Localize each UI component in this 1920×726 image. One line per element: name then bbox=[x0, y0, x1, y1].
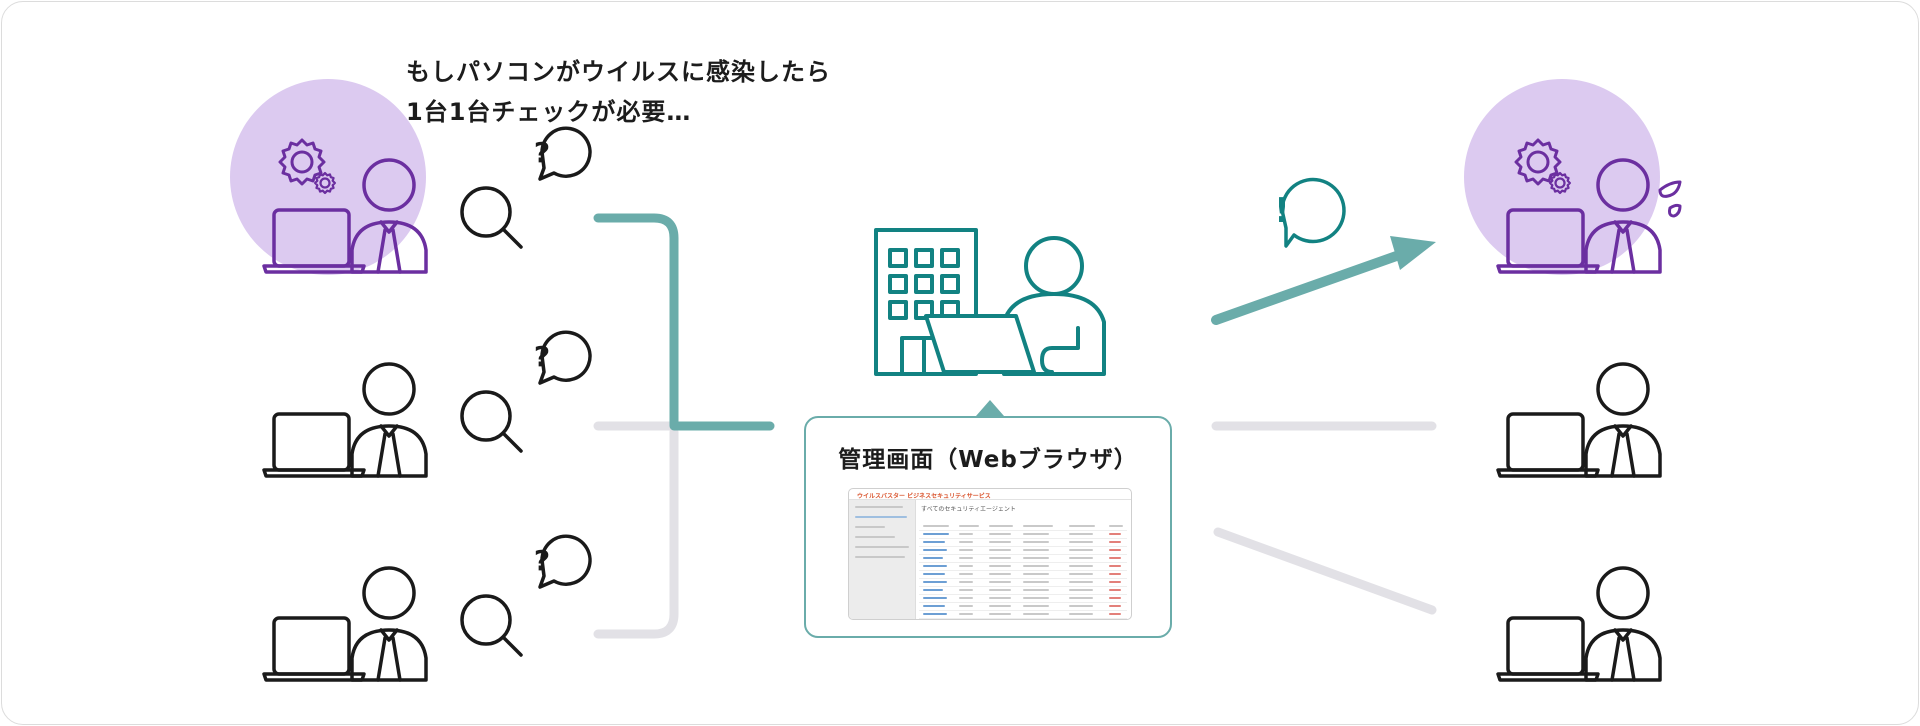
sidebar-line bbox=[855, 526, 885, 528]
question-bubble-icon: ? bbox=[534, 330, 592, 385]
infected-pc-left bbox=[230, 79, 428, 275]
sidebar-line bbox=[855, 546, 909, 548]
screenshot-sidebar bbox=[849, 500, 916, 619]
screenshot-row bbox=[919, 587, 1127, 595]
alert-arrow bbox=[1211, 236, 1436, 325]
office-building-icon bbox=[874, 228, 978, 376]
person-laptop-icon bbox=[1496, 362, 1662, 478]
magnifier-icon bbox=[460, 594, 523, 657]
screenshot-row bbox=[919, 603, 1127, 611]
screenshot-brand: ウイルスバスター ビジネスセキュリティサービス bbox=[857, 493, 991, 500]
sidebar-line bbox=[855, 516, 907, 518]
screenshot-row bbox=[919, 531, 1127, 539]
sweat-drop-icon bbox=[1658, 180, 1682, 218]
connector-gray-left-bottom bbox=[593, 427, 679, 639]
screenshot-row bbox=[919, 547, 1127, 555]
screenshot-row bbox=[919, 571, 1127, 579]
browser-screenshot: ウイルスバスター ビジネスセキュリティサービス すべてのセキュリティエージェント bbox=[848, 488, 1132, 620]
person-laptop-icon bbox=[262, 362, 428, 478]
person-laptop-icon bbox=[262, 566, 428, 682]
infection-note-line-2: 1台1台チェックが必要… bbox=[406, 98, 692, 126]
question-mark: ? bbox=[534, 340, 550, 373]
connector-gray-right-bottom bbox=[1213, 527, 1437, 615]
screenshot-topbar bbox=[849, 489, 1131, 500]
management-console-panel: 管理画面（Webブラウザ） ウイルスバスター ビジネスセキュリティサービス すべ… bbox=[804, 416, 1172, 638]
infection-note-line-1: もしパソコンがウイルスに感染したら bbox=[406, 58, 831, 86]
screenshot-row bbox=[919, 579, 1127, 587]
panel-pointer bbox=[976, 400, 1004, 416]
question-mark: ? bbox=[534, 136, 550, 169]
admin-office-icon bbox=[874, 228, 1106, 376]
exclamation-bubble-icon: ! bbox=[1274, 177, 1346, 248]
question-bubble-icon: ? bbox=[534, 534, 592, 589]
screenshot-row bbox=[919, 611, 1127, 619]
infection-halo bbox=[1464, 79, 1660, 275]
exclamation-mark: ! bbox=[1274, 191, 1290, 231]
infection-halo bbox=[230, 79, 426, 275]
question-mark: ? bbox=[534, 544, 550, 577]
administrator-icon bbox=[924, 236, 1106, 376]
question-bubble-icon: ? bbox=[534, 126, 592, 181]
connector-teal-left-top bbox=[593, 213, 775, 431]
screenshot-heading: すべてのセキュリティエージェント bbox=[921, 506, 1016, 513]
admin-laptop-icon bbox=[924, 314, 1036, 374]
magnifier-icon bbox=[460, 186, 523, 249]
screenshot-row bbox=[919, 563, 1127, 571]
screenshot-row bbox=[919, 523, 1127, 531]
infection-note: もしパソコンがウイルスに感染したら 1台1台チェックが必要… bbox=[406, 52, 831, 132]
person-laptop-icon bbox=[1496, 566, 1662, 682]
screenshot-row bbox=[919, 555, 1127, 563]
screenshot-row bbox=[919, 539, 1127, 547]
magnifier-icon bbox=[460, 390, 523, 453]
sidebar-line bbox=[855, 536, 895, 538]
sidebar-line bbox=[855, 556, 905, 558]
infected-pc-right bbox=[1464, 79, 1682, 275]
sidebar-line bbox=[855, 506, 903, 508]
panel-title: 管理画面（Webブラウザ） bbox=[838, 447, 1138, 473]
screenshot-row bbox=[919, 595, 1127, 603]
